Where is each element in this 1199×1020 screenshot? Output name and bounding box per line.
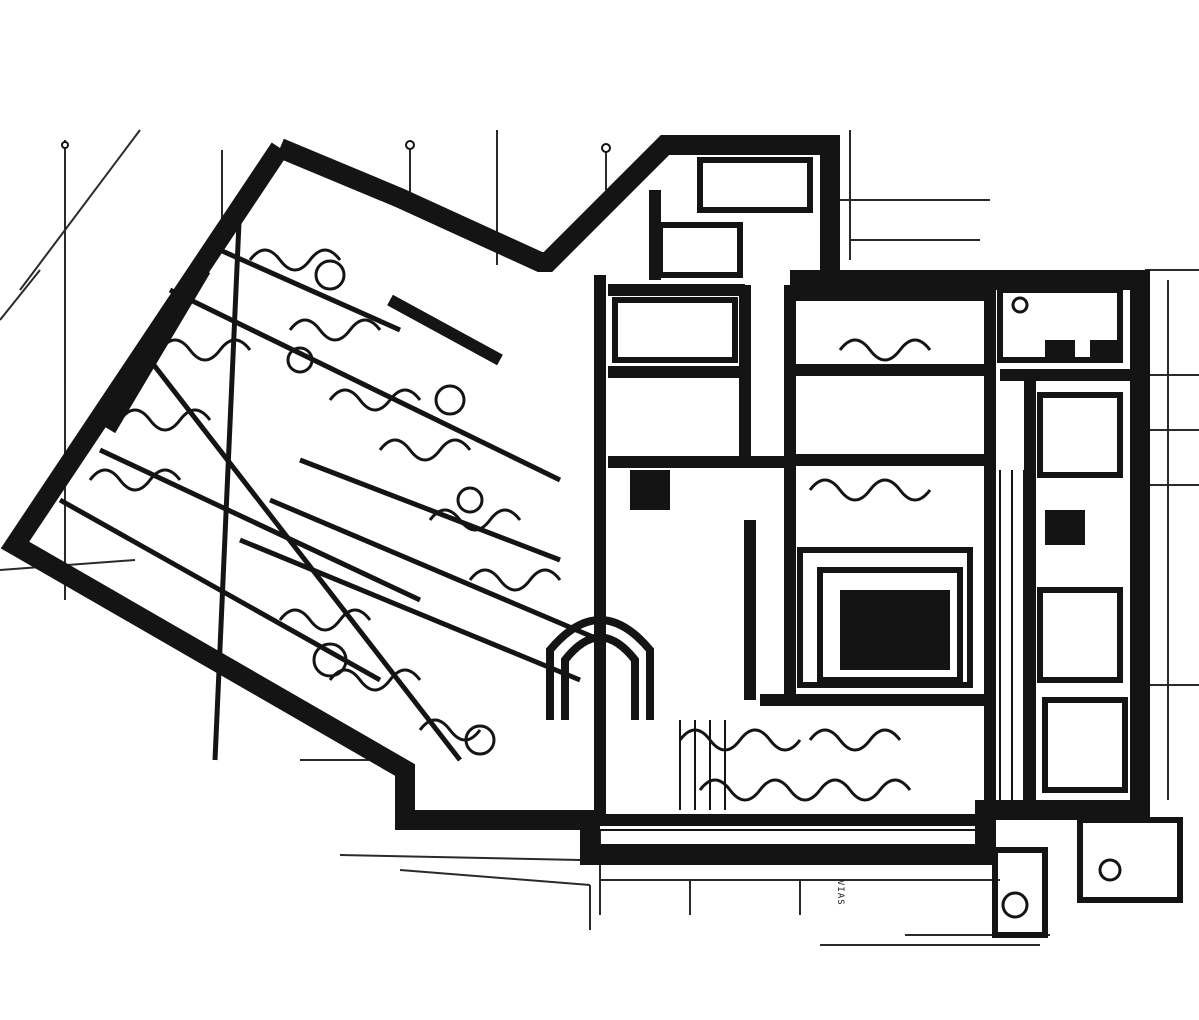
texture-hatching	[88, 248, 1122, 919]
construction-lines	[0, 129, 1199, 946]
grid-markers	[61, 140, 611, 153]
core-block	[630, 340, 1120, 670]
core-frame	[612, 157, 1183, 938]
interior-walls	[104, 140, 1130, 855]
apse-feature	[546, 616, 654, 720]
angled-wing-lines	[58, 199, 601, 762]
outer-walls	[0, 135, 1150, 865]
plan-annotation: VIAS	[835, 880, 845, 906]
stair-treads	[600, 470, 1025, 846]
